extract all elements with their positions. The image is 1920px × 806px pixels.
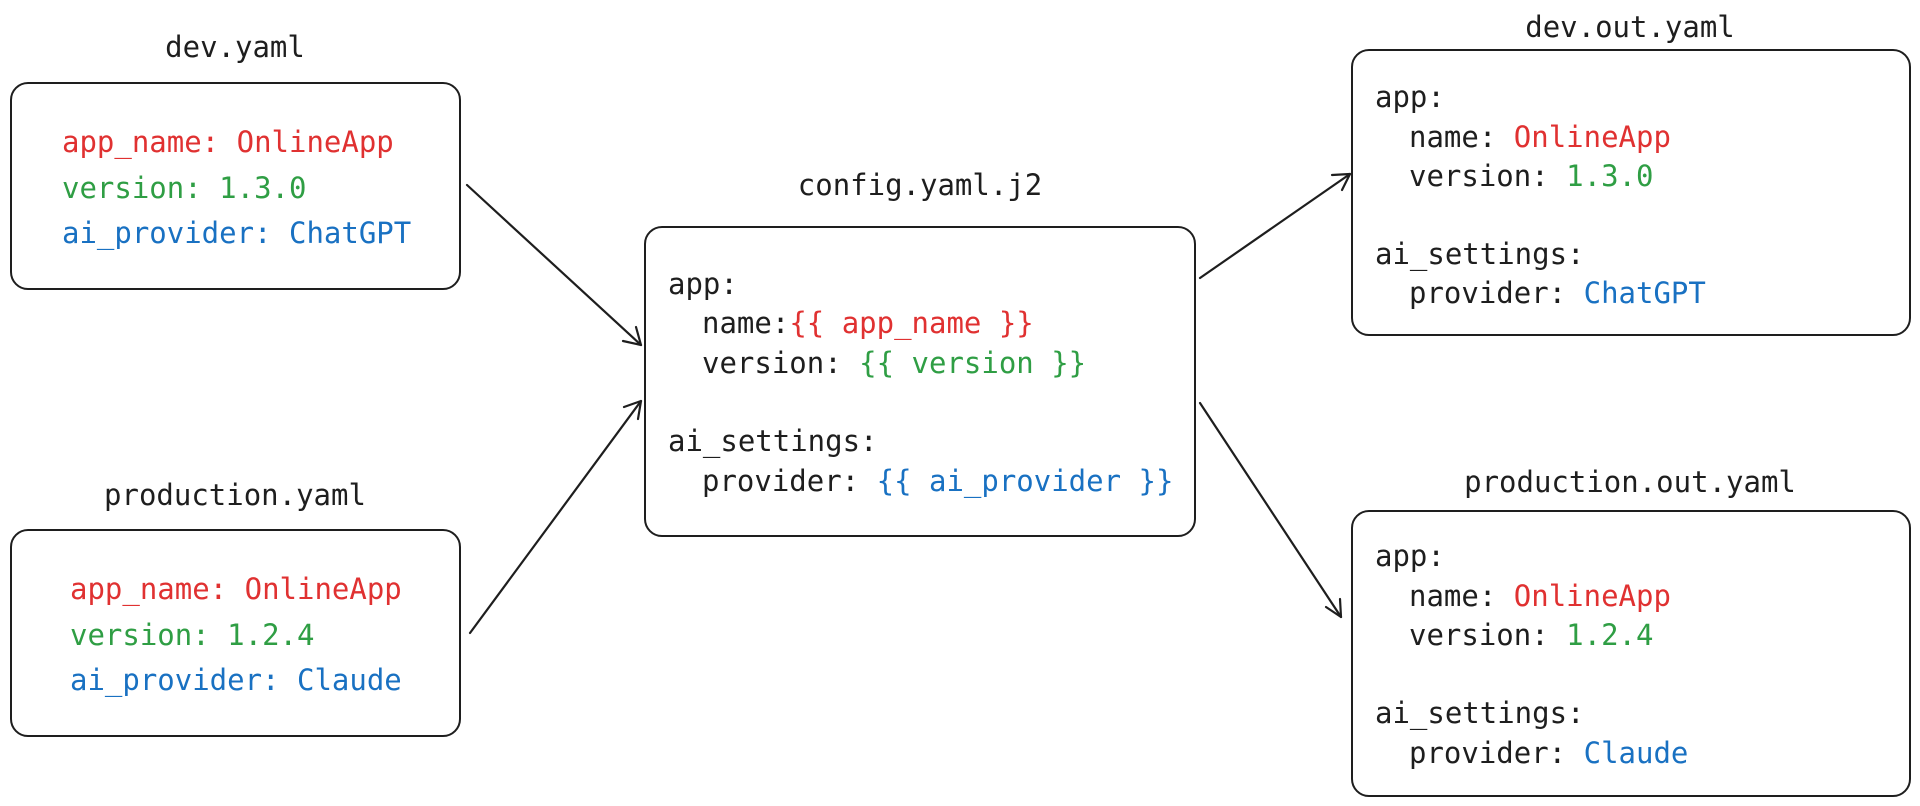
prod-version-key: version:: [70, 618, 210, 652]
arrow-dev-to-template: [465, 183, 643, 347]
prod-app-name-value: OnlineApp: [244, 572, 402, 606]
dev-out-name-key: name:: [1409, 120, 1497, 154]
prod-out-provider-key: provider:: [1409, 736, 1567, 770]
dev-out-version-line: version: 1.3.0: [1409, 162, 1653, 191]
prod-version-line: version: 1.2.4: [70, 621, 314, 650]
template-app-key: app:: [668, 267, 738, 301]
production-out-title: production.out.yaml: [1464, 465, 1796, 499]
prod-ai-provider-line: ai_provider: Claude: [70, 666, 402, 695]
dev-out-provider-key: provider:: [1409, 276, 1567, 310]
template-version-value: {{ version }}: [859, 346, 1087, 380]
dev-ai-provider-line: ai_provider: ChatGPT: [62, 219, 411, 248]
template-box: app: name:{{ app_name }} version: {{ ver…: [644, 226, 1196, 537]
production-out-box: app: name: OnlineApp version: 1.2.4 ai_s…: [1351, 510, 1911, 797]
dev-version-key: version:: [62, 171, 202, 205]
dev-ai-provider-key: ai_provider:: [62, 216, 272, 250]
template-ai-settings-key: ai_settings:: [668, 424, 878, 458]
dev-app-name-value: OnlineApp: [236, 125, 394, 159]
dev-ai-provider-value: ChatGPT: [288, 216, 412, 250]
prod-out-provider-line: provider: Claude: [1409, 739, 1688, 768]
production-yaml-title: production.yaml: [104, 478, 366, 512]
prod-out-app-key: app:: [1375, 539, 1445, 573]
template-version-key: version:: [702, 346, 842, 380]
dev-yaml-title: dev.yaml: [165, 30, 305, 64]
template-provider-key: provider:: [702, 464, 860, 498]
dev-version-line: version: 1.3.0: [62, 174, 306, 203]
dev-out-provider-value: ChatGPT: [1583, 276, 1706, 310]
dev-out-box: app: name: OnlineApp version: 1.3.0 ai_s…: [1351, 49, 1911, 336]
template-version-line: version: {{ version }}: [702, 349, 1086, 378]
prod-out-name-line: name: OnlineApp: [1409, 582, 1671, 611]
prod-out-version-value: 1.2.4: [1566, 618, 1654, 652]
template-provider-line: provider: {{ ai_provider }}: [702, 467, 1173, 496]
dev-out-version-key: version:: [1409, 159, 1549, 193]
prod-app-name-key: app_name:: [70, 572, 228, 606]
arrow-template-to-dev-out: [1198, 172, 1352, 280]
dev-yaml-box: app_name: OnlineApp version: 1.3.0 ai_pr…: [10, 82, 461, 290]
dev-app-name-key: app_name:: [62, 125, 220, 159]
template-provider-value: {{ ai_provider }}: [876, 464, 1174, 498]
dev-out-version-value: 1.3.0: [1566, 159, 1654, 193]
dev-out-title: dev.out.yaml: [1525, 10, 1735, 44]
dev-version-value: 1.3.0: [219, 171, 307, 205]
template-name-value: {{ app_name }}: [789, 306, 1034, 340]
prod-version-value: 1.2.4: [227, 618, 315, 652]
prod-out-provider-value: Claude: [1583, 736, 1689, 770]
arrow-template-to-production-out: [1198, 401, 1343, 619]
prod-out-ai-settings-key: ai_settings:: [1375, 696, 1585, 730]
dev-out-name-line: name: OnlineApp: [1409, 123, 1671, 152]
dev-out-provider-line: provider: ChatGPT: [1409, 279, 1706, 308]
dev-app-name-line: app_name: OnlineApp: [62, 128, 394, 157]
prod-out-name-value: OnlineApp: [1513, 579, 1671, 613]
prod-ai-provider-key: ai_provider:: [70, 663, 280, 697]
template-title: config.yaml.j2: [797, 168, 1043, 202]
prod-out-version-key: version:: [1409, 618, 1549, 652]
dev-out-app-key: app:: [1375, 80, 1445, 114]
prod-out-name-key: name:: [1409, 579, 1497, 613]
template-name-key: name:: [702, 306, 790, 340]
production-yaml-box: app_name: OnlineApp version: 1.2.4 ai_pr…: [10, 529, 461, 737]
arrow-production-to-template: [468, 399, 643, 635]
prod-ai-provider-value: Claude: [296, 663, 402, 697]
prod-app-name-line: app_name: OnlineApp: [70, 575, 402, 604]
dev-out-ai-settings-key: ai_settings:: [1375, 237, 1585, 271]
prod-out-version-line: version: 1.2.4: [1409, 621, 1653, 650]
dev-out-name-value: OnlineApp: [1513, 120, 1671, 154]
template-name-line: name:{{ app_name }}: [702, 309, 1034, 338]
